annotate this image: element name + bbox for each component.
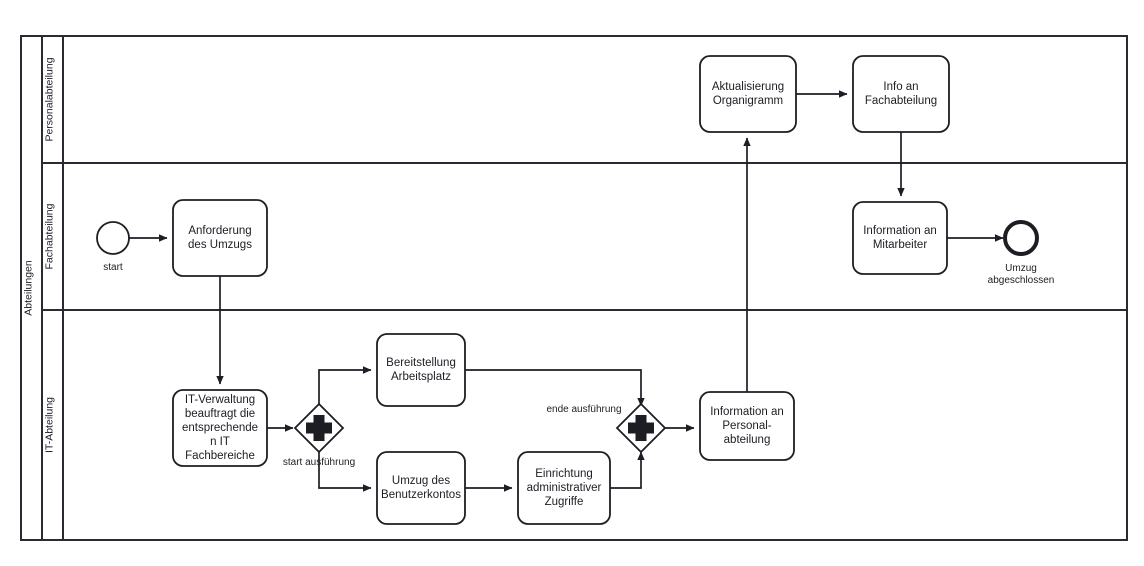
task-info-an-fachabteilung-shape[interactable] bbox=[852, 55, 950, 133]
task-information-an-personalabteilung-label-line: Personal- bbox=[722, 420, 771, 432]
task-it-verwaltung-label-line: IT-Verwaltung bbox=[185, 394, 255, 406]
task-information-an-personalabteilung[interactable]: Information an Personal-abteilung bbox=[699, 391, 795, 461]
flow-einrichtung-to-gateway-ende bbox=[610, 451, 645, 489]
task-einrichtung-administrativer-zugriffe-shape[interactable] bbox=[517, 451, 611, 525]
task-umzug-des-benutzerkontos-label-line: Umzug des bbox=[392, 475, 450, 487]
task-it-verwaltung-label-line: n IT bbox=[210, 436, 230, 448]
task-it-verwaltung-label-line: Fachbereiche bbox=[185, 450, 255, 462]
flow-gateway-start-to-umzug bbox=[318, 452, 372, 492]
task-info-an-fachabteilung-label-line: Fachabteilung bbox=[865, 95, 937, 107]
end-event-label: abgeschlossen bbox=[988, 275, 1055, 286]
pool-title: Abteilungen bbox=[23, 260, 35, 316]
task-anforderung-des-umzugs[interactable]: Anforderung des Umzugs bbox=[172, 199, 268, 277]
gateways-container: start ausführung ende ausführung bbox=[283, 402, 667, 468]
parallel-plus-icon bbox=[306, 415, 332, 441]
sequence-flows-container bbox=[129, 90, 1004, 492]
task-information-an-mitarbeiter-label-line: Mitarbeiter bbox=[873, 239, 927, 251]
task-information-an-personalabteilung-label-line: Information an bbox=[710, 406, 784, 418]
gateway-ende-ausfuehrung-label: ende ausführung bbox=[546, 404, 621, 415]
task-aktualisierung-organigramm-label-line: Organigramm bbox=[713, 95, 783, 107]
task-information-an-mitarbeiter-shape[interactable] bbox=[852, 201, 948, 275]
task-information-an-personalabteilung-label-line: abteilung bbox=[724, 434, 771, 446]
task-bereitstellung-arbeitsplatz-shape[interactable] bbox=[376, 333, 466, 407]
parallel-plus-icon bbox=[628, 415, 654, 441]
task-bereitstellung-arbeitsplatz-label-line: Arbeitsplatz bbox=[391, 371, 451, 383]
task-einrichtung-administrativer-zugriffe-label-line: administrativer bbox=[527, 482, 602, 494]
task-bereitstellung-arbeitsplatz-label-line: Bereitstellung bbox=[386, 357, 456, 369]
task-einrichtung-administrativer-zugriffe-label-line: Zugriffe bbox=[545, 496, 584, 508]
task-information-an-mitarbeiter-label-line: Information an bbox=[863, 225, 937, 237]
gateway-start-ausfuehrung[interactable]: start ausführung bbox=[283, 402, 355, 468]
task-info-an-fachabteilung-label-line: Info an bbox=[883, 81, 918, 93]
gateway-start-ausfuehrung-label: start ausführung bbox=[283, 457, 355, 468]
gateway-ende-ausfuehrung[interactable]: ende ausführung bbox=[546, 402, 667, 454]
task-information-an-personalabteilung-shape[interactable] bbox=[699, 391, 795, 461]
pool-border bbox=[20, 35, 1128, 541]
task-einrichtung-administrativer-zugriffe-label-line: Einrichtung bbox=[535, 468, 593, 480]
task-anforderung-des-umzugs-shape[interactable] bbox=[172, 199, 268, 277]
pool-abteilungen: Abteilungen bbox=[20, 35, 1128, 541]
task-it-verwaltung[interactable]: IT-Verwaltung beauftragt die entsprechende… bbox=[172, 389, 268, 467]
end-event-label: Umzug bbox=[1005, 263, 1037, 274]
task-anforderung-des-umzugs-label-line: Anforderung bbox=[188, 225, 251, 237]
task-anforderung-des-umzugs-label-line: des Umzugs bbox=[188, 239, 252, 251]
task-it-verwaltung-label-line: beauftragt die bbox=[185, 408, 255, 420]
task-info-an-fachabteilung[interactable]: Info an Fachabteilung bbox=[852, 55, 950, 133]
task-umzug-des-benutzerkontos-shape[interactable] bbox=[376, 451, 466, 525]
lane-it-abteilung-title: IT-Abteilung bbox=[44, 397, 56, 453]
task-aktualisierung-organigramm-label-line: Aktualisierung bbox=[712, 81, 784, 93]
task-aktualisierung-organigramm-shape[interactable] bbox=[699, 55, 797, 133]
task-information-an-mitarbeiter[interactable]: Information an Mitarbeiter bbox=[852, 201, 948, 275]
task-it-verwaltung-label-line: entsprechende bbox=[182, 422, 258, 434]
lane-personalabteilung-title: Personalabteilung bbox=[44, 57, 56, 141]
task-it-verwaltung-shape[interactable] bbox=[172, 389, 268, 467]
flow-gateway-start-to-bereitstellung bbox=[318, 366, 372, 404]
lane-fachabteilung-title: Fachabteilung bbox=[44, 203, 56, 269]
start-event[interactable]: start bbox=[96, 221, 130, 273]
lanes-container: PersonalabteilungFachabteilungIT-Abteilu… bbox=[42, 57, 1127, 453]
end-event-circle[interactable] bbox=[1003, 220, 1039, 256]
task-umzug-des-benutzerkontos-label-line: Benutzerkontos bbox=[381, 489, 461, 501]
start-event-circle[interactable] bbox=[96, 221, 130, 255]
start-event-label: start bbox=[103, 262, 123, 273]
flow-bereitstellung-to-gateway-ende bbox=[465, 369, 645, 407]
